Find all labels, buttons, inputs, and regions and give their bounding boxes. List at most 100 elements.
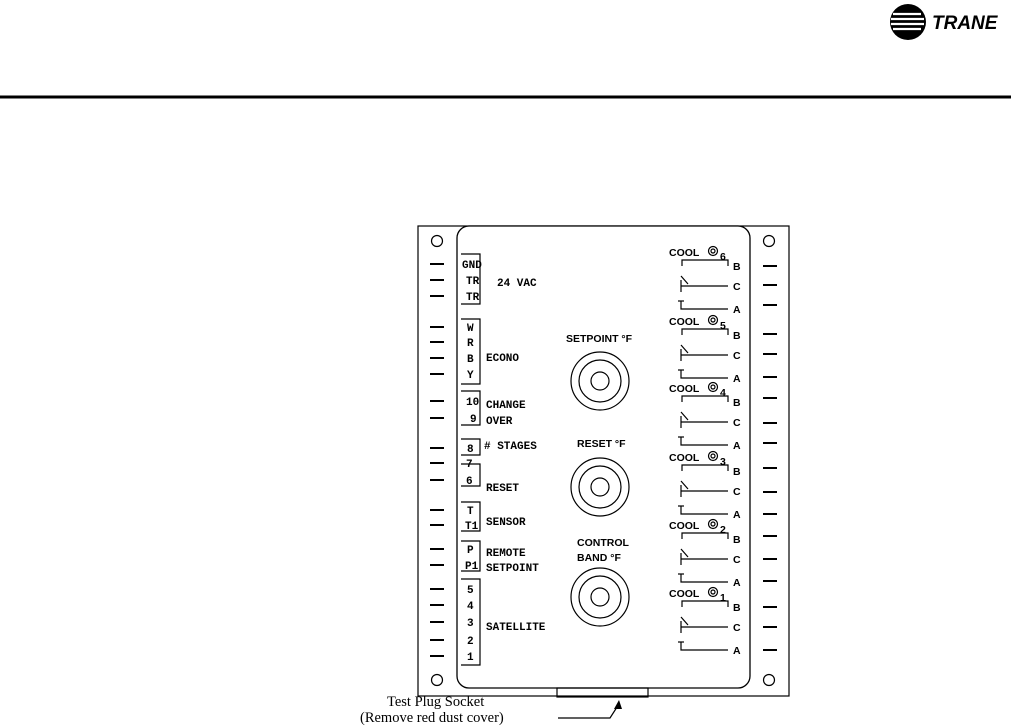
connector-bracket	[461, 501, 481, 532]
relay-switch-arm	[680, 275, 689, 285]
relay-lead-a	[680, 370, 728, 379]
knob-outer-ring	[570, 567, 630, 627]
relay-led-inner	[710, 317, 716, 323]
terminal-label: 1	[467, 652, 474, 664]
right-terminal-strip	[762, 234, 777, 687]
mounting-hole	[762, 234, 776, 248]
terminal-label: 7	[466, 459, 473, 471]
terminal-label: B	[467, 354, 474, 366]
relay-contact-label: C	[733, 350, 741, 362]
relay-number: 2	[720, 524, 726, 536]
relay-contact-label: C	[733, 622, 741, 634]
connector-bracket	[461, 390, 481, 426]
relay-led-inner	[710, 453, 716, 459]
relay-led-outer	[707, 586, 719, 598]
knob-label: BAND °F	[577, 552, 621, 564]
knob-outer-ring	[570, 351, 630, 411]
relay-number: 5	[720, 320, 726, 332]
relay-lead-a	[680, 642, 728, 651]
relay-lead-b	[681, 532, 729, 539]
knob-label: SETPOINT °F	[566, 333, 633, 345]
knob-outer-ring	[570, 457, 630, 517]
brand-logo: TRANE	[890, 4, 999, 40]
relay-contact-label: B	[733, 534, 741, 546]
caption-arrowhead	[614, 700, 622, 709]
relay-name: COOL	[669, 383, 700, 395]
relay-led-outer	[707, 450, 719, 462]
relay-contact-label: C	[733, 281, 741, 293]
relay-led-inner	[710, 248, 716, 254]
terminal-label: 10	[466, 397, 479, 409]
relay-switch-arm	[680, 616, 689, 626]
relay-contact-label: B	[733, 466, 741, 478]
board-panel	[456, 225, 751, 689]
relay-contact-label: A	[733, 304, 741, 316]
relay-switch-arm	[680, 480, 689, 490]
relay-name: COOL	[669, 452, 700, 464]
relay-led-inner	[710, 384, 716, 390]
knob-body	[578, 575, 622, 619]
relay-lead-a	[680, 574, 728, 583]
terminal-label: 4	[467, 601, 474, 613]
relay-contact-label: C	[733, 417, 741, 429]
connector-bracket	[461, 253, 481, 305]
connector-bracket	[461, 438, 481, 456]
relay-contact-label: B	[733, 261, 741, 273]
caption-line1: Test Plug Socket	[387, 694, 484, 710]
relay-lead-b	[681, 259, 729, 266]
terminal-label: GND	[462, 260, 482, 272]
terminal-label: 5	[467, 585, 474, 597]
mounting-hole	[430, 673, 444, 687]
relay-contact-label: B	[733, 602, 741, 614]
relay-contact-label: B	[733, 330, 741, 342]
terminal-label: TR	[466, 292, 480, 304]
relay-contact-label: C	[733, 554, 741, 566]
terminal-label: 9	[470, 414, 477, 426]
knob-shaft	[590, 371, 610, 391]
connector-function-label: 24 VAC	[497, 278, 537, 290]
test-plug-socket	[556, 687, 649, 698]
relay-lead-a	[680, 301, 728, 310]
knob-body	[578, 359, 622, 403]
connector-function-label: RESET	[486, 483, 519, 495]
connector-bracket	[461, 463, 481, 487]
relay-number: 1	[720, 592, 726, 604]
connector-function-label: REMOTE	[486, 548, 526, 560]
terminal-label: P1	[465, 561, 479, 573]
connector-function-label: OVER	[486, 416, 513, 428]
relay-switch-arm	[680, 548, 689, 558]
relay-contact-label: A	[733, 577, 741, 589]
connector-function-label: SETPOINT	[486, 563, 539, 575]
relay-led-inner	[710, 589, 716, 595]
relay-lead-b	[681, 328, 729, 335]
terminal-label: Y	[467, 370, 474, 382]
connector-function-label: SATELLITE	[486, 622, 546, 634]
knob: RESET °F	[570, 438, 630, 517]
relay-contact-label: C	[733, 486, 741, 498]
connector-bracket	[461, 540, 481, 572]
terminal-label: 3	[467, 618, 474, 630]
terminal-label: 2	[467, 636, 474, 648]
relay-contact-label: A	[733, 645, 741, 657]
relay-led-outer	[707, 381, 719, 393]
caption-line2: (Remove red dust cover)	[360, 710, 504, 726]
relay-contact-label: A	[733, 440, 741, 452]
caption-leader	[558, 703, 620, 719]
relay-led-inner	[710, 521, 716, 527]
connector-block: 8# STAGES	[461, 438, 537, 456]
relay-name: COOL	[669, 316, 700, 328]
relay-number: 6	[720, 251, 726, 263]
